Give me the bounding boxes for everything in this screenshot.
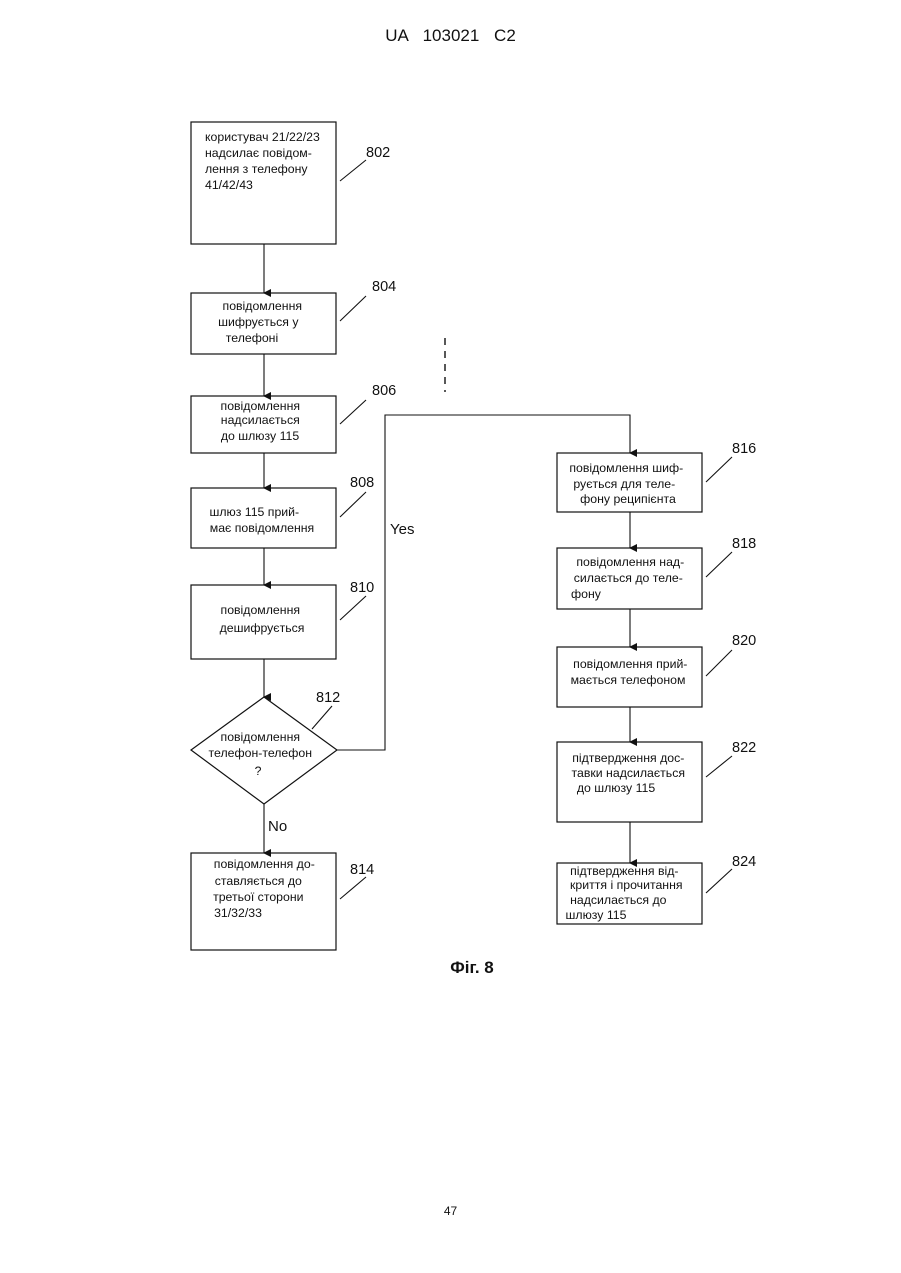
text-806-line: надсилається bbox=[221, 413, 300, 427]
leader-810 bbox=[340, 596, 366, 620]
text-824-line: надсилається до bbox=[570, 893, 667, 907]
text-822-line: підтвердження дос- bbox=[572, 751, 684, 765]
text-808-line: має повідомлення bbox=[210, 521, 314, 535]
text-812-line: ? bbox=[255, 764, 262, 778]
yes-label: Yes bbox=[390, 521, 414, 538]
ref-824: 824 bbox=[732, 854, 756, 870]
text-812-line: повідомлення bbox=[221, 730, 301, 744]
leader-804 bbox=[340, 296, 366, 321]
text-814-line: ставляється до bbox=[215, 874, 302, 888]
text-810-line: повідомлення bbox=[221, 603, 301, 617]
text-806: повідомлення надсилається до шлюзу 115 bbox=[221, 399, 304, 443]
page-number: 47 bbox=[0, 1204, 901, 1218]
text-824-line: підтвердження від- bbox=[570, 864, 678, 878]
ref-804: 804 bbox=[372, 279, 396, 295]
text-814-line: повідомлення до- bbox=[214, 857, 315, 871]
text-814-line: 31/32/33 bbox=[214, 906, 262, 920]
text-816-line: фону реципієнта bbox=[580, 492, 676, 506]
leader-816 bbox=[706, 457, 732, 482]
text-822-line: тавки надсилається bbox=[572, 766, 686, 780]
leader-812 bbox=[312, 706, 332, 729]
text-818-line: повідомлення над- bbox=[576, 555, 684, 569]
leader-820 bbox=[706, 650, 732, 676]
text-824-line: криття і прочитання bbox=[570, 878, 683, 892]
leader-802 bbox=[340, 160, 366, 181]
text-810-line: дешифрується bbox=[220, 621, 305, 635]
text-802-line: лення з телефону bbox=[205, 162, 308, 176]
ref-812: 812 bbox=[316, 690, 340, 706]
no-label: No bbox=[268, 818, 287, 835]
leader-808 bbox=[340, 492, 366, 517]
leader-818 bbox=[706, 552, 732, 577]
ref-802: 802 bbox=[366, 145, 390, 161]
text-808-line: шлюз 115 прий- bbox=[209, 505, 299, 519]
ref-816: 816 bbox=[732, 441, 756, 457]
text-802-line: користувач 21/22/23 bbox=[205, 130, 320, 144]
text-818-line: силається до теле- bbox=[574, 571, 683, 585]
figure-caption: Фіг. 8 bbox=[450, 958, 494, 977]
text-806-line: до шлюзу 115 bbox=[221, 429, 300, 443]
text-816-line: рується для теле- bbox=[573, 477, 675, 491]
text-818-line: фону bbox=[571, 587, 602, 601]
leader-824 bbox=[706, 869, 732, 893]
text-822-line: до шлюзу 115 bbox=[577, 781, 656, 795]
ref-820: 820 bbox=[732, 633, 756, 649]
text-812-line: телефон-телефон bbox=[209, 746, 312, 760]
text-804-line: шифрується у bbox=[218, 315, 299, 329]
leader-814 bbox=[340, 877, 366, 899]
ref-814: 814 bbox=[350, 862, 374, 878]
text-806-line: повідомлення bbox=[221, 399, 301, 413]
text-802-line: надсилає повідом- bbox=[205, 146, 312, 160]
ref-806: 806 bbox=[372, 383, 396, 399]
text-804-line: повідомлення bbox=[223, 299, 303, 313]
text-824-line: шлюзу 115 bbox=[566, 908, 627, 922]
ref-810: 810 bbox=[350, 580, 374, 596]
leader-822 bbox=[706, 756, 732, 777]
ref-818: 818 bbox=[732, 536, 756, 552]
text-802-line: 41/42/43 bbox=[205, 178, 253, 192]
text-820-line: мається телефоном bbox=[571, 673, 686, 687]
leader-806 bbox=[340, 400, 366, 424]
ref-808: 808 bbox=[350, 475, 374, 491]
text-820-line: повідомлення прий- bbox=[573, 657, 687, 671]
text-814-line: третьої сторони bbox=[213, 890, 304, 904]
text-816-line: повідомлення шиф- bbox=[569, 461, 683, 475]
ref-822: 822 bbox=[732, 740, 756, 756]
text-816: повідомлення шиф- рується для теле- фону… bbox=[569, 461, 686, 506]
text-804-line: телефоні bbox=[226, 331, 278, 345]
